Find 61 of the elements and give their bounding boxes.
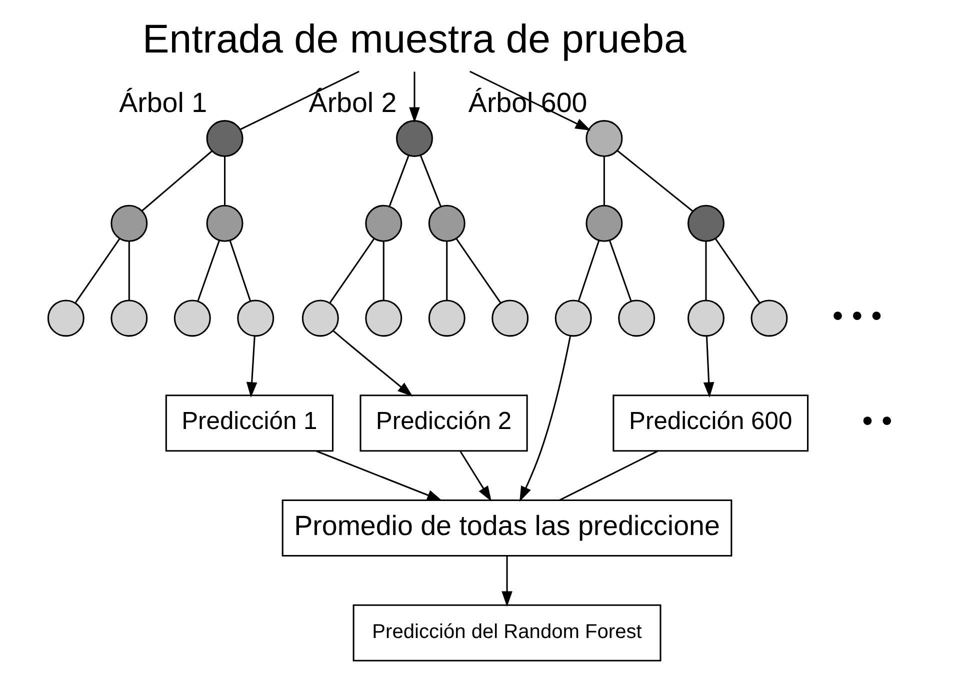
node-circle — [428, 300, 465, 337]
node-box: Predicción del Random Forest — [352, 604, 661, 662]
node-circle — [428, 204, 465, 242]
connector — [455, 238, 501, 304]
connector — [128, 241, 130, 300]
connector — [224, 156, 226, 206]
connector — [704, 241, 706, 300]
node-circle — [173, 300, 210, 337]
connector — [228, 240, 250, 301]
node-circle — [110, 300, 148, 337]
label: • • • — [832, 298, 882, 333]
node-circle — [618, 300, 655, 337]
connector — [446, 241, 448, 300]
connector — [328, 238, 374, 304]
node-circle — [110, 204, 148, 242]
connector — [239, 70, 359, 130]
connector — [608, 240, 632, 301]
connector — [140, 150, 212, 212]
node-circle — [686, 300, 724, 337]
node-circle — [301, 300, 338, 337]
node-circle — [364, 300, 402, 337]
node-text: Entrada de muestra de prueba — [142, 18, 686, 62]
node-label: Árbol 2 — [308, 87, 396, 118]
arrow — [702, 336, 714, 398]
node-circle — [750, 300, 788, 337]
node-circle — [585, 120, 622, 158]
node-circle — [585, 204, 622, 242]
connector — [602, 156, 604, 206]
arrow — [316, 450, 442, 501]
connector — [420, 156, 442, 207]
connector — [577, 240, 600, 301]
arrow — [408, 72, 420, 123]
arrow — [332, 330, 412, 397]
connector — [196, 240, 220, 301]
arrow — [469, 70, 590, 130]
arrow — [459, 450, 492, 502]
node-label: Árbol 600 — [468, 87, 587, 118]
node-label: Árbol 1 — [118, 87, 207, 118]
node-circle — [686, 204, 724, 242]
node-circle — [554, 300, 592, 337]
node-circle — [46, 300, 84, 337]
node-box: Predicción 600 — [612, 394, 808, 452]
connector — [74, 238, 120, 304]
node-circle — [395, 120, 432, 158]
node-box: Promedio de todas las prediccione — [281, 499, 732, 557]
label: • • — [862, 402, 892, 438]
arrow — [518, 336, 571, 502]
connector — [558, 450, 658, 501]
connector — [382, 241, 384, 300]
node-box: Predicción 1 — [164, 394, 333, 452]
node-circle — [364, 204, 402, 242]
node-circle — [236, 300, 274, 337]
node-circle — [206, 120, 243, 158]
node-circle — [206, 204, 243, 242]
connector — [616, 150, 692, 212]
node-circle — [491, 300, 528, 337]
arrow — [246, 336, 257, 398]
connector — [714, 238, 760, 304]
node-box: Predicción 2 — [359, 394, 528, 452]
connector — [388, 156, 409, 206]
arrow — [501, 556, 512, 607]
